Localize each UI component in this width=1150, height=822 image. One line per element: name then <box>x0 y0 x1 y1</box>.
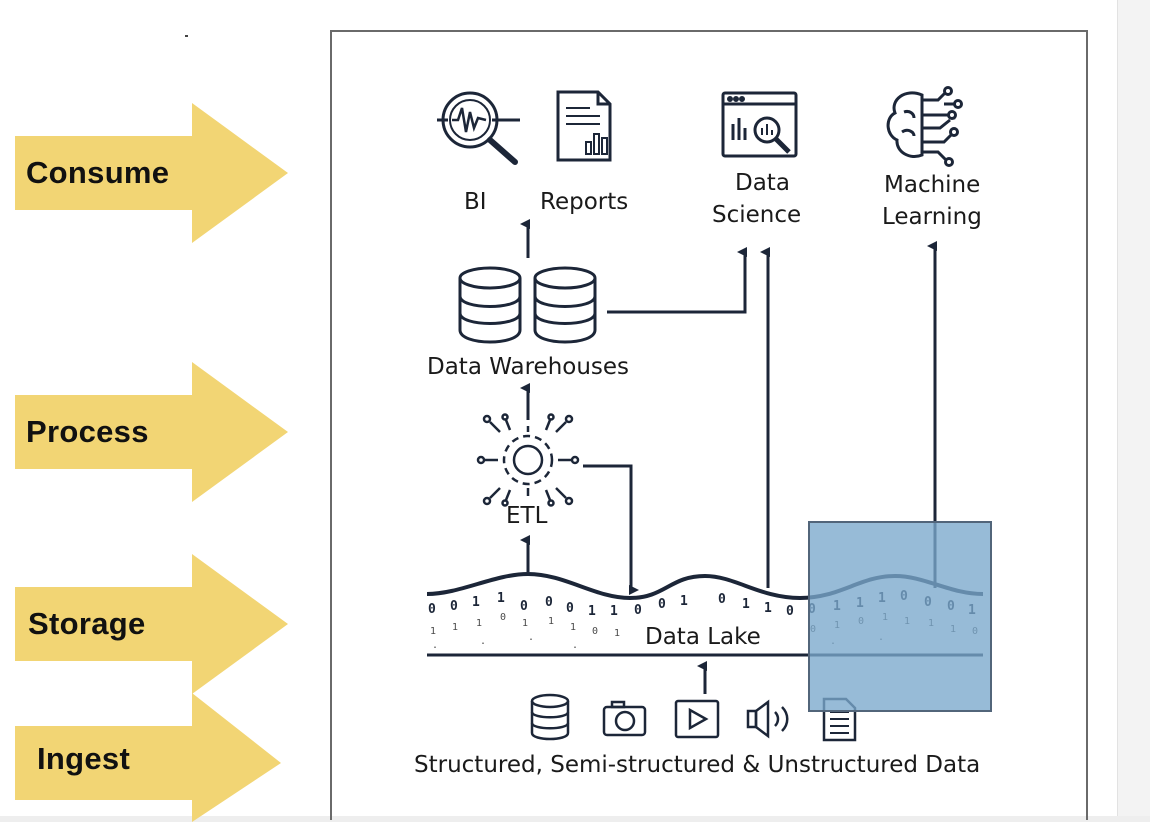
stage-label-storage: Storage <box>28 606 146 641</box>
stage-label-ingest: Ingest <box>37 741 131 776</box>
svg-text:0: 0 <box>658 597 666 612</box>
right-scroll-strip <box>1117 0 1150 822</box>
data-science-label-line2: Science <box>712 202 802 228</box>
speaker-icon <box>746 699 789 739</box>
etl-label: ETL <box>506 503 548 529</box>
ml-label-line1: Machine <box>884 172 981 198</box>
reports-icon <box>556 90 612 162</box>
ml-label-line2: Learning <box>882 204 982 230</box>
svg-text:1: 1 <box>452 622 458 633</box>
svg-text:0: 0 <box>634 603 642 618</box>
reports-label: Reports <box>540 189 629 215</box>
svg-text:0: 0 <box>428 602 436 617</box>
svg-text:0: 0 <box>592 626 598 637</box>
etl-icon <box>476 413 580 507</box>
svg-text:1: 1 <box>614 628 620 639</box>
camera-icon <box>602 700 647 737</box>
bottom-strip <box>0 816 1150 822</box>
svg-text:1: 1 <box>764 601 772 616</box>
process-arrow <box>15 362 288 502</box>
svg-text:.: . <box>432 640 438 651</box>
machine-learning-icon <box>886 86 963 167</box>
svg-text:0: 0 <box>545 595 553 610</box>
svg-text:1: 1 <box>680 594 688 609</box>
stray-mark <box>185 35 188 37</box>
svg-text:1: 1 <box>742 597 750 612</box>
etl-to-lake-arrow <box>583 464 639 595</box>
svg-text:1: 1 <box>472 595 480 610</box>
data-science-label-line1: Data <box>735 170 790 196</box>
svg-text:.: . <box>572 640 578 651</box>
svg-text:.: . <box>480 636 486 647</box>
svg-text:1: 1 <box>548 616 554 627</box>
svg-text:1: 1 <box>588 604 596 619</box>
svg-text:0: 0 <box>450 599 458 614</box>
svg-text:1: 1 <box>497 591 505 606</box>
sources-label: Structured, Semi-structured & Unstructur… <box>414 752 981 778</box>
ingest-arrow <box>15 693 281 822</box>
bi-label: BI <box>464 189 487 215</box>
svg-text:1: 1 <box>430 626 436 637</box>
svg-text:1: 1 <box>570 622 576 633</box>
svg-text:0: 0 <box>500 612 506 623</box>
svg-text:1: 1 <box>476 618 482 629</box>
svg-text:0: 0 <box>786 604 794 619</box>
data-warehouses-label: Data Warehouses <box>427 354 630 380</box>
warehouse-to-science-arrow <box>607 247 747 314</box>
consume-arrow <box>15 103 288 243</box>
data-science-icon <box>721 91 798 158</box>
svg-text:.: . <box>528 632 534 643</box>
data-lake-label: Data Lake <box>645 624 761 650</box>
svg-text:0: 0 <box>520 599 528 614</box>
data-warehouse-icon <box>458 266 597 344</box>
database-icon <box>530 693 570 741</box>
svg-text:1: 1 <box>522 618 528 629</box>
svg-text:1: 1 <box>610 604 618 619</box>
highlight-overlay <box>808 521 992 712</box>
bi-icon <box>437 91 520 165</box>
stage-label-consume: Consume <box>26 155 170 190</box>
svg-text:0: 0 <box>718 592 726 607</box>
stage-label-process: Process <box>26 414 149 449</box>
play-icon <box>674 699 720 739</box>
storage-arrow <box>15 554 288 694</box>
diagram-frame <box>330 30 1088 820</box>
svg-text:0: 0 <box>566 601 574 616</box>
